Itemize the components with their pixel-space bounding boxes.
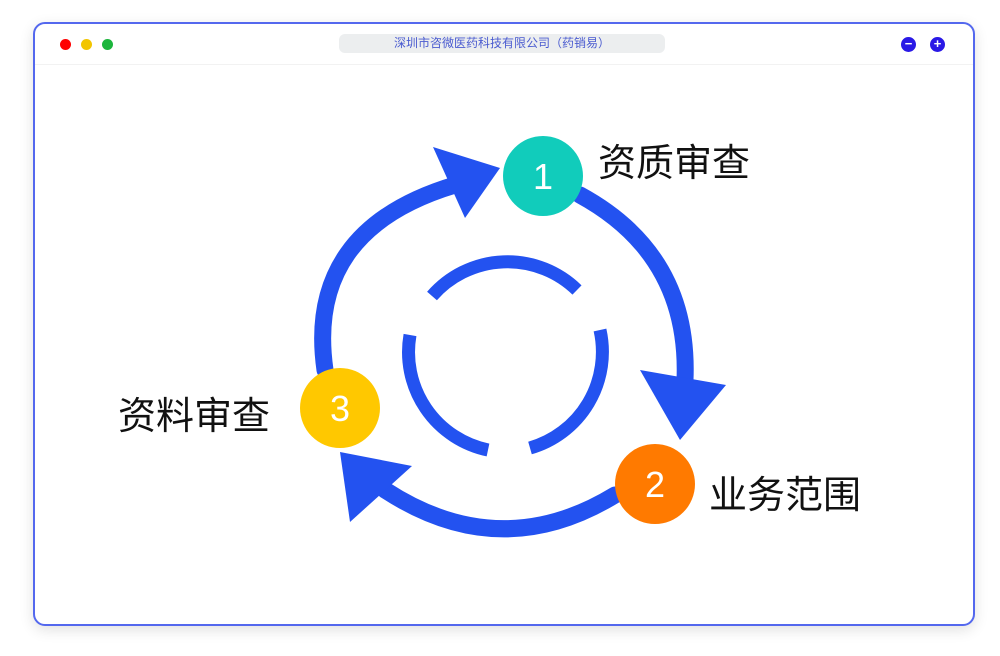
step-1-label: 资质审查 (598, 143, 751, 185)
step-3-label: 资料审查 (118, 396, 271, 438)
arrow-1-to-2 (571, 186, 694, 389)
step-2-circle (615, 444, 695, 524)
step-3-circle (300, 368, 380, 448)
plus-icon[interactable]: + (930, 37, 945, 52)
minimize-dot[interactable] (81, 39, 92, 50)
inner-arc (427, 255, 582, 301)
arrow-2-to-3 (376, 481, 624, 538)
step-1-number: 1 (533, 156, 553, 197)
step-2-number: 2 (645, 464, 665, 505)
arrowhead-icon (640, 370, 726, 440)
step-3-number: 3 (330, 388, 350, 429)
arrow-3-to-1 (314, 176, 464, 379)
arrowhead-icon (340, 452, 412, 522)
step-1-circle (503, 136, 583, 216)
title-bar: 深圳市咨微医药科技有限公司（药销易） − + (35, 24, 973, 65)
window-title: 深圳市咨微医药科技有限公司（药销易） (339, 34, 665, 53)
arrowhead-icon (433, 147, 500, 218)
zoom-dot[interactable] (102, 39, 113, 50)
inner-arc (402, 333, 490, 457)
minus-icon[interactable]: − (901, 37, 916, 52)
step-2-label: 业务范围 (709, 475, 862, 517)
inner-arc (528, 328, 609, 455)
close-dot[interactable] (60, 39, 71, 50)
